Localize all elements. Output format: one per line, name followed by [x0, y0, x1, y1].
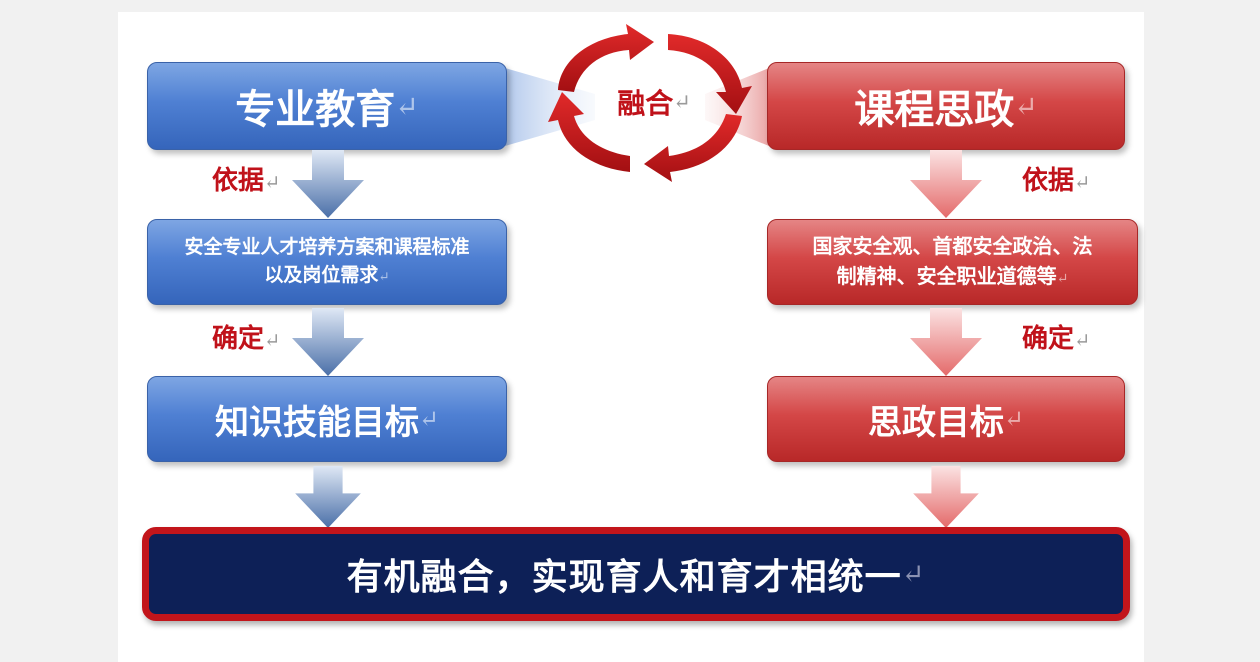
right-basis-label: 依据↵	[1022, 166, 1091, 196]
ideological-course-box: 课程思政↵	[767, 62, 1125, 150]
knowledge-skill-goal-box: 知识技能目标↵	[147, 376, 507, 462]
bottom-margin	[118, 624, 1144, 662]
left-down-arrow-icon	[295, 466, 361, 528]
right-determine-label: 确定↵	[1022, 324, 1091, 354]
left-determine-label: 确定↵	[212, 324, 281, 354]
ideological-goal-box: 思政目标↵	[767, 376, 1125, 462]
talent-plan-box: 安全专业人才培养方案和课程标准 以及岗位需求↵	[147, 219, 507, 305]
fusion-label: 融合↵	[617, 87, 691, 120]
national-security-box: 国家安全观、首都安全政治、法 制精神、安全职业道德等↵	[767, 219, 1138, 305]
left-down-arrow-icon	[292, 150, 364, 218]
integration-result-box: 有机融合，实现育人和育才相统一↵	[142, 527, 1130, 621]
professional-education-box: 专业教育↵	[147, 62, 507, 150]
right-down-arrow-icon	[910, 308, 982, 376]
right-down-arrow-icon	[910, 150, 982, 218]
fusion-cycle-icon	[548, 24, 752, 182]
right-down-arrow-icon	[913, 466, 979, 528]
left-basis-label: 依据↵	[212, 166, 281, 196]
left-down-arrow-icon	[292, 308, 364, 376]
